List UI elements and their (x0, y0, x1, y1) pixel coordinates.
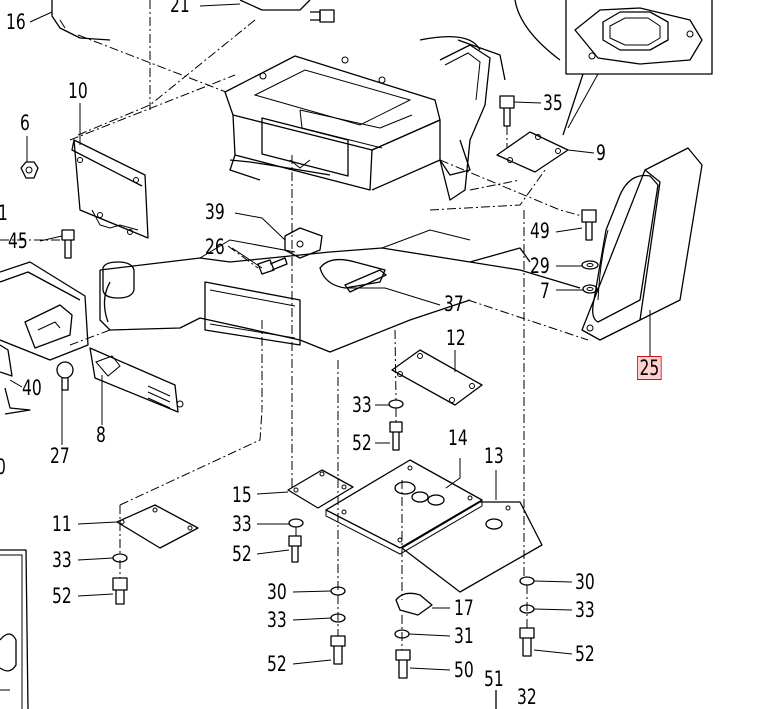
callout-7: 7 (540, 279, 550, 303)
callout-15: 15 (232, 483, 252, 507)
callout-52-c: 52 (232, 542, 252, 566)
floor-frame (99, 229, 581, 353)
callout-12: 12 (446, 326, 466, 350)
callout-33-a: 33 (352, 393, 372, 417)
callout-27: 27 (50, 444, 70, 468)
part-9-plate (496, 131, 569, 173)
leader-lines (9, 3, 651, 671)
detail-inset (562, 0, 713, 136)
callout-35: 35 (543, 91, 563, 115)
assembly-centerlines (0, 0, 589, 650)
callout-39: 39 (205, 200, 225, 224)
callout-45: 45 (8, 229, 28, 253)
callout-10: 10 (68, 79, 88, 103)
callout-52-e: 52 (575, 642, 595, 666)
part-13-plate (401, 501, 543, 593)
callout-25-highlighted[interactable]: 25 (637, 356, 662, 380)
callout-16: 16 (6, 10, 26, 34)
callout-9: 9 (596, 141, 606, 165)
part-lower-left-fragment (0, 549, 29, 709)
callout-1: 1 (0, 202, 8, 224)
callout-13: 13 (484, 444, 504, 468)
part-35-bolt (499, 95, 515, 127)
part-45-bolt (61, 229, 75, 259)
part-12-plate (391, 349, 483, 406)
callout-32: 32 (517, 685, 537, 709)
callout-29: 29 (530, 254, 550, 278)
part-6-nut (20, 161, 39, 179)
part-27-knob (56, 361, 74, 391)
callout-31: 31 (454, 624, 474, 648)
callout-11: 11 (52, 512, 72, 536)
callout-49: 49 (530, 219, 550, 243)
callout-14: 14 (448, 426, 468, 450)
callout-37: 37 (444, 292, 464, 316)
callout-51: 51 (484, 667, 504, 691)
callout-33-b: 33 (52, 548, 72, 572)
callout-30-a: 30 (267, 580, 287, 604)
part-10-panel (71, 139, 149, 239)
part-11-plate (116, 504, 199, 549)
part-29-washer (581, 260, 599, 270)
callout-21: 21 (170, 0, 190, 17)
seat-stand (224, 0, 561, 201)
callout-6: 6 (20, 111, 30, 135)
part-26-bolt (257, 257, 288, 275)
callout-0: 0 (0, 456, 6, 478)
callout-40: 40 (22, 376, 42, 400)
part-8-plate (89, 347, 184, 413)
callout-33-e: 33 (575, 598, 595, 622)
part-14-plate (325, 459, 483, 555)
part-1-box (0, 261, 89, 415)
part-7-washer (582, 284, 598, 294)
callout-52-b: 52 (52, 584, 72, 608)
callout-26: 26 (205, 235, 225, 259)
callout-17: 17 (454, 596, 474, 620)
part-21-bolt (239, 0, 335, 23)
callout-52-d: 52 (267, 652, 287, 676)
part-39-bracket (284, 227, 323, 259)
part-15-plate (287, 469, 354, 509)
callout-52-a: 52 (352, 431, 372, 455)
callout-33-d: 33 (267, 608, 287, 632)
callout-50: 50 (454, 658, 474, 682)
part-25-cover (581, 147, 703, 341)
part-49-bolt (581, 209, 597, 241)
callout-33-c: 33 (232, 512, 252, 536)
part-16-bracket (51, 0, 111, 41)
callout-8: 8 (96, 423, 106, 447)
part-17-cap (395, 592, 433, 616)
callout-30-b: 30 (575, 570, 595, 594)
